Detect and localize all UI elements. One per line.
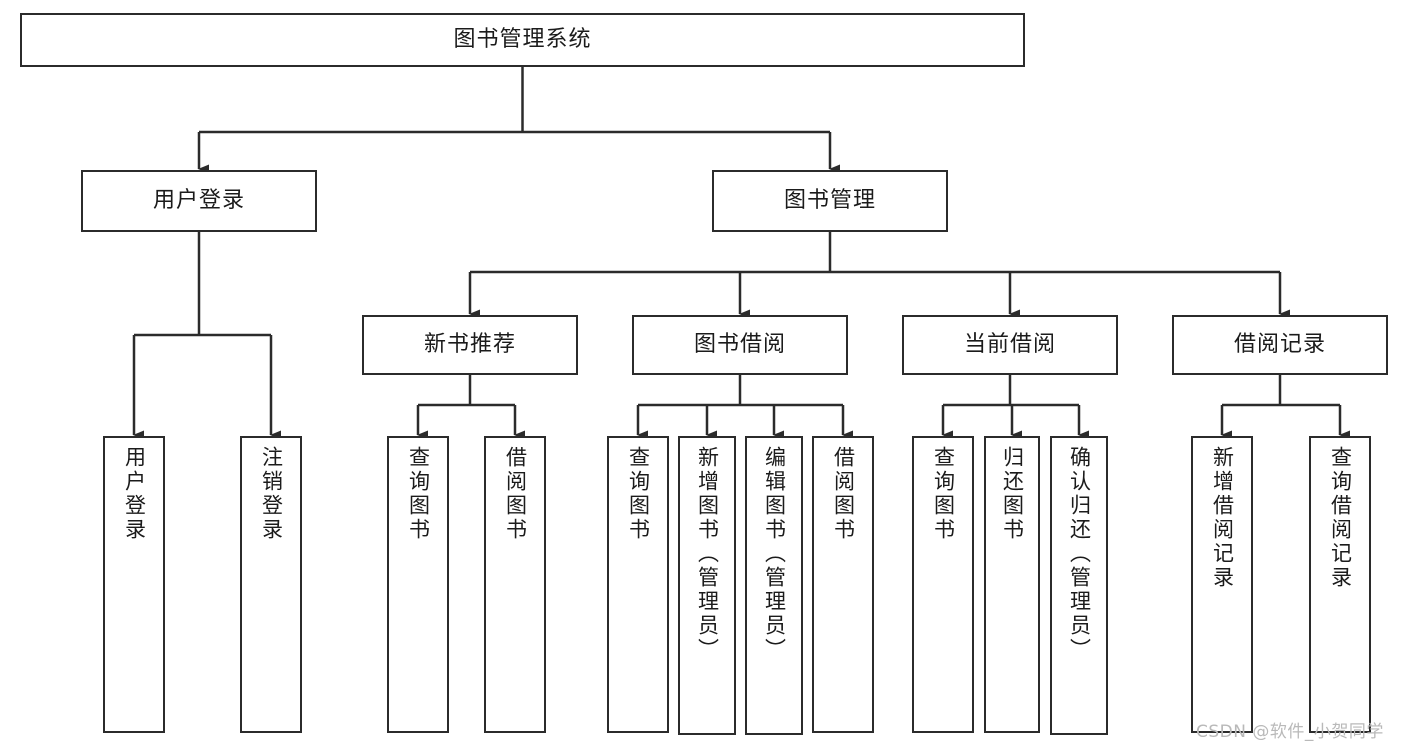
csdn-watermark: CSDN @软件_小贺同学 (1196, 722, 1384, 742)
node-leaf-query-book-1[interactable]: 查询图书 (387, 436, 449, 733)
node-leaf-query-book-3[interactable]: 查询图书 (912, 436, 974, 733)
node-label-leaf-query-book-1: 查询图书 (406, 446, 431, 542)
node-borrow-record[interactable]: 借阅记录 (1172, 315, 1388, 375)
node-label-book-manage: 图书管理 (783, 187, 876, 213)
node-leaf-confirm-return[interactable]: 确认归还（管理员） (1050, 436, 1108, 735)
node-leaf-query-record[interactable]: 查询借阅记录 (1309, 436, 1371, 733)
node-label-leaf-borrow-book-2: 借阅图书 (831, 446, 856, 542)
node-label-user-login: 用户登录 (152, 187, 245, 213)
node-book-borrow[interactable]: 图书借阅 (632, 315, 848, 375)
node-leaf-user-logout[interactable]: 注销登录 (240, 436, 302, 733)
node-label-leaf-return-book: 归还图书 (1000, 446, 1025, 542)
node-label-leaf-user-login: 用户登录 (122, 446, 147, 542)
node-leaf-add-record[interactable]: 新增借阅记录 (1191, 436, 1253, 733)
node-label-borrow-record: 借阅记录 (1233, 331, 1326, 357)
node-leaf-borrow-book-1[interactable]: 借阅图书 (484, 436, 546, 733)
node-leaf-add-book[interactable]: 新增图书（管理员） (678, 436, 736, 735)
node-label-book-borrow: 图书借阅 (693, 331, 786, 357)
node-label-new-book-rec: 新书推荐 (423, 331, 516, 357)
node-label-leaf-add-record: 新增借阅记录 (1210, 446, 1235, 590)
node-label-leaf-query-book-2: 查询图书 (626, 446, 651, 542)
node-label-leaf-confirm-return: 确认归还（管理员） (1067, 446, 1092, 662)
node-leaf-user-login[interactable]: 用户登录 (103, 436, 165, 733)
node-leaf-query-book-2[interactable]: 查询图书 (607, 436, 669, 733)
node-user-login[interactable]: 用户登录 (81, 170, 317, 232)
node-label-root: 图书管理系统 (453, 26, 592, 52)
node-label-leaf-query-book-3: 查询图书 (931, 446, 956, 542)
node-new-book-rec[interactable]: 新书推荐 (362, 315, 578, 375)
node-book-manage[interactable]: 图书管理 (712, 170, 948, 232)
node-root[interactable]: 图书管理系统 (20, 13, 1025, 67)
node-label-leaf-query-record: 查询借阅记录 (1328, 446, 1353, 590)
node-label-leaf-user-logout: 注销登录 (259, 446, 284, 542)
node-label-leaf-borrow-book-1: 借阅图书 (503, 446, 528, 542)
node-label-leaf-edit-book: 编辑图书（管理员） (762, 446, 787, 662)
node-leaf-edit-book[interactable]: 编辑图书（管理员） (745, 436, 803, 735)
node-leaf-return-book[interactable]: 归还图书 (984, 436, 1040, 733)
node-leaf-borrow-book-2[interactable]: 借阅图书 (812, 436, 874, 733)
node-label-leaf-add-book: 新增图书（管理员） (695, 446, 720, 662)
node-label-current-borrow: 当前借阅 (963, 331, 1056, 357)
node-current-borrow[interactable]: 当前借阅 (902, 315, 1118, 375)
